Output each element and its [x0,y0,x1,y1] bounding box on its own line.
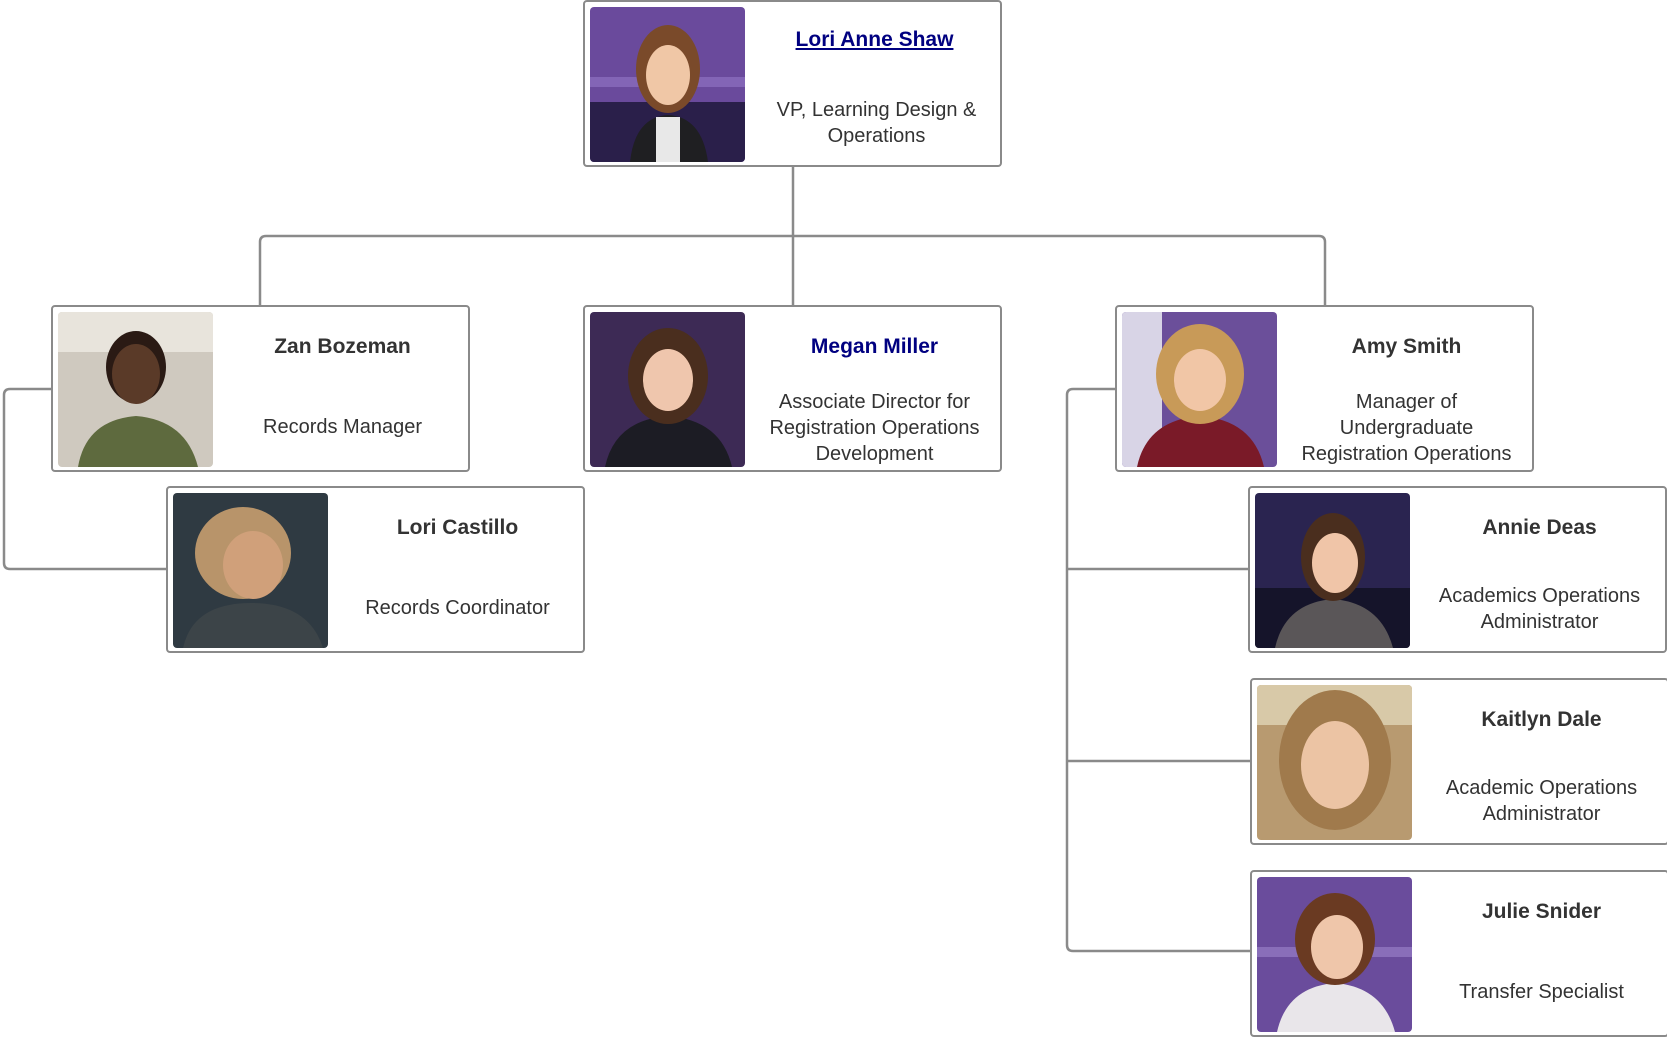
card-lori-anne-shaw[interactable]: Lori Anne Shaw VP, Learning Design & Ope… [583,0,1002,167]
title-julie-snider: Transfer Specialist [1459,981,1624,1003]
name-lori-castillo: Lori Castillo [396,516,519,539]
title-amy-smith: Manager of Undergraduate Registration Op… [1301,391,1512,465]
name-megan-miller[interactable]: Megan Miller [810,335,939,358]
photo-kaitlyn-dale [1257,685,1412,840]
card-annie-deas[interactable]: Annie Deas Academics Operations Administ… [1248,486,1667,653]
title-lori-castillo: Records Coordinator [365,597,550,619]
name-kaitlyn-dale: Kaitlyn Dale [1481,708,1602,731]
name-julie-snider: Julie Snider [1481,900,1602,923]
card-lori-castillo[interactable]: Lori Castillo Records Coordinator [166,486,585,653]
name-amy-smith: Amy Smith [1351,335,1462,358]
name-lori-anne-shaw[interactable]: Lori Anne Shaw [795,28,954,51]
photo-zan-bozeman [58,312,213,467]
connector-amy-trunk [1065,387,1251,953]
photo-annie-deas [1255,493,1410,648]
card-amy-smith[interactable]: Amy Smith Manager of Undergraduate Regis… [1115,305,1534,472]
photo-megan-miller [590,312,745,467]
photo-lori-castillo [173,493,328,648]
connector-zan-to-castillo [2,387,167,571]
card-julie-snider[interactable]: Julie Snider Transfer Specialist [1250,870,1667,1037]
title-megan-miller: Associate Director for Registration Oper… [769,391,980,465]
photo-lori-anne-shaw [590,7,745,162]
photo-julie-snider [1257,877,1412,1032]
name-zan-bozeman: Zan Bozeman [274,335,411,358]
title-lori-anne-shaw: VP, Learning Design & Operations [776,99,977,147]
title-zan-bozeman: Records Manager [263,416,422,438]
title-kaitlyn-dale: Academic Operations Administrator [1445,777,1638,825]
card-kaitlyn-dale[interactable]: Kaitlyn Dale Academic Operations Adminis… [1250,678,1667,845]
name-annie-deas: Annie Deas [1482,516,1597,539]
card-megan-miller[interactable]: Megan Miller Associate Director for Regi… [583,305,1002,472]
card-zan-bozeman[interactable]: Zan Bozeman Records Manager [51,305,470,472]
title-annie-deas: Academics Operations Administrator [1438,585,1641,633]
photo-amy-smith [1122,312,1277,467]
